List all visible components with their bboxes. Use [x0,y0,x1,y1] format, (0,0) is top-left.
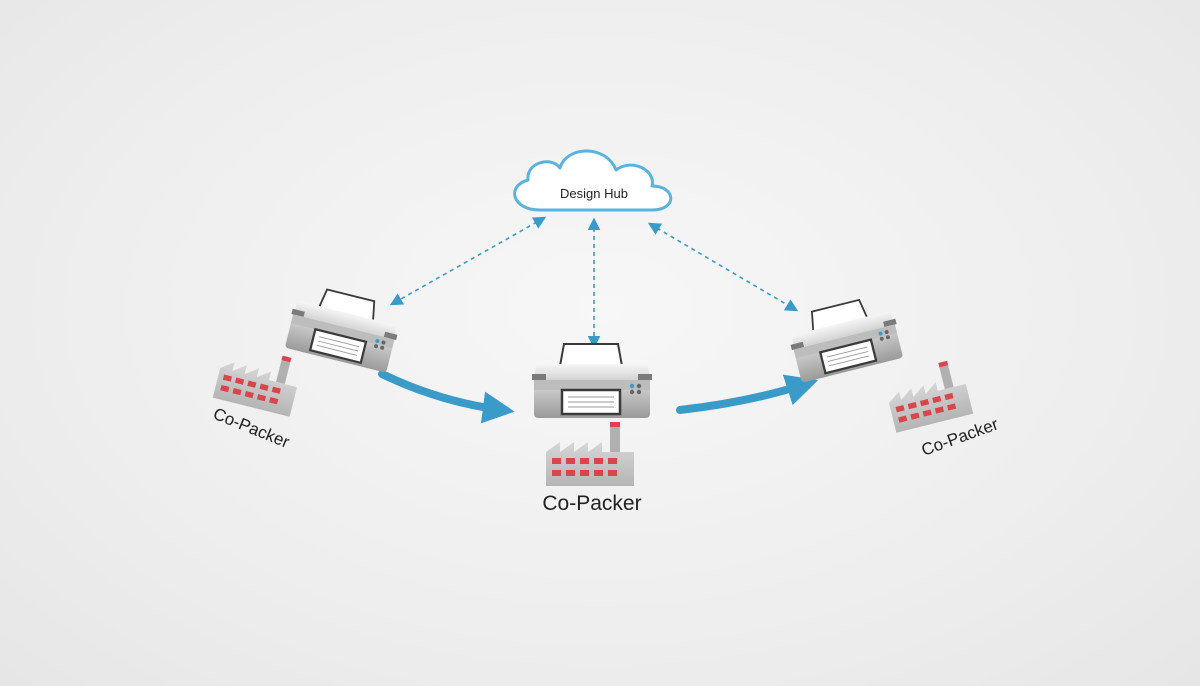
printer-icon [530,342,654,420]
factory-icon [212,341,304,417]
hub-connectors [389,216,799,349]
site-right: Co-Packer [782,291,1001,460]
connector-hub-left [389,216,547,306]
factory-icon [882,357,974,433]
flow-arrow-left-to-center [378,370,515,424]
connector-hub-right [647,222,799,312]
flow-arrows [378,370,819,424]
printer-icon [782,291,907,385]
site-left: Co-Packer [211,281,406,452]
cloud-icon [513,149,673,212]
hub-label: Design Hub [560,186,628,201]
factory-icon [546,422,634,486]
design-hub-node: Design Hub [513,149,673,212]
site-center: Co-Packer [530,342,654,515]
flow-arrow-center-to-right [676,374,819,414]
printer-icon [281,281,406,375]
site-center-label: Co-Packer [542,492,641,515]
